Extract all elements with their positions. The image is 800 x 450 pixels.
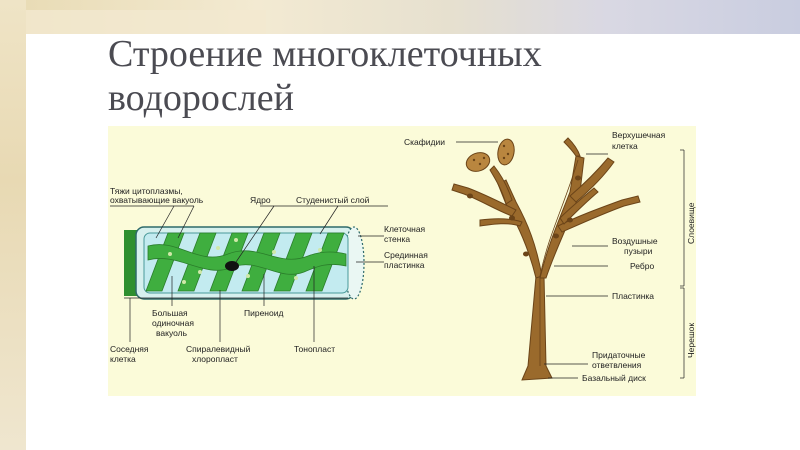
label-pyrenoid: Пиреноид — [244, 308, 283, 318]
label-cell-wall-2: стенка — [384, 234, 410, 244]
algae-structure-figure: Тяжи цитоплазмы, охватывающие вакуоль Яд… — [108, 126, 696, 396]
label-air-bladders-1: Воздушные — [612, 236, 658, 246]
label-apical-cell-2: клетка — [612, 141, 638, 151]
label-middle-lamella-1: Срединная — [384, 250, 428, 260]
label-scaphidia: Скафидии — [404, 137, 445, 147]
slide-title: Строение многоклеточных водорослей — [108, 32, 708, 120]
label-tonoplast: Тонопласт — [294, 344, 335, 354]
label-thallus-bracket: Слоевище — [686, 202, 696, 244]
slide-title-line-2: водорослей — [108, 76, 708, 120]
label-accessory-branches-2: ответвления — [592, 360, 642, 370]
label-middle-lamella-2: пластинка — [384, 260, 425, 270]
label-spiral-chloroplast-2: хлоропласт — [192, 354, 238, 364]
label-basal-disc: Базальный диск — [582, 373, 646, 383]
figure-svg: Тяжи цитоплазмы, охватывающие вакуоль Яд… — [108, 126, 696, 396]
label-rib: Ребро — [630, 261, 655, 271]
label-nucleus: Ядро — [250, 195, 271, 205]
label-cytoplasm-strands-2: охватывающие вакуоль — [110, 195, 204, 205]
label-accessory-branches-1: Придаточные — [592, 350, 646, 360]
label-cell-wall-1: Клеточная — [384, 224, 426, 234]
decorative-title-box — [26, 10, 266, 34]
label-neighbor-cell-2: клетка — [110, 354, 136, 364]
label-air-bladders-2: пузыри — [624, 246, 653, 256]
label-spiral-chloroplast-1: Спиралевидный — [186, 344, 251, 354]
label-neighbor-cell-1: Соседняя — [110, 344, 149, 354]
label-gelatinous-layer: Студенистый слой — [296, 195, 370, 205]
label-apical-cell-1: Верхушечная — [612, 130, 666, 140]
label-large-vacuole-3: вакуоль — [156, 328, 188, 338]
decorative-left-strip — [0, 0, 26, 450]
label-stipe-bracket: Черешок — [686, 323, 696, 358]
nucleus — [225, 261, 239, 271]
label-large-vacuole-1: Большая — [152, 308, 188, 318]
label-blade: Пластинка — [612, 291, 654, 301]
label-large-vacuole-2: одиночная — [152, 318, 194, 328]
slide-title-line-1: Строение многоклеточных — [108, 32, 708, 76]
